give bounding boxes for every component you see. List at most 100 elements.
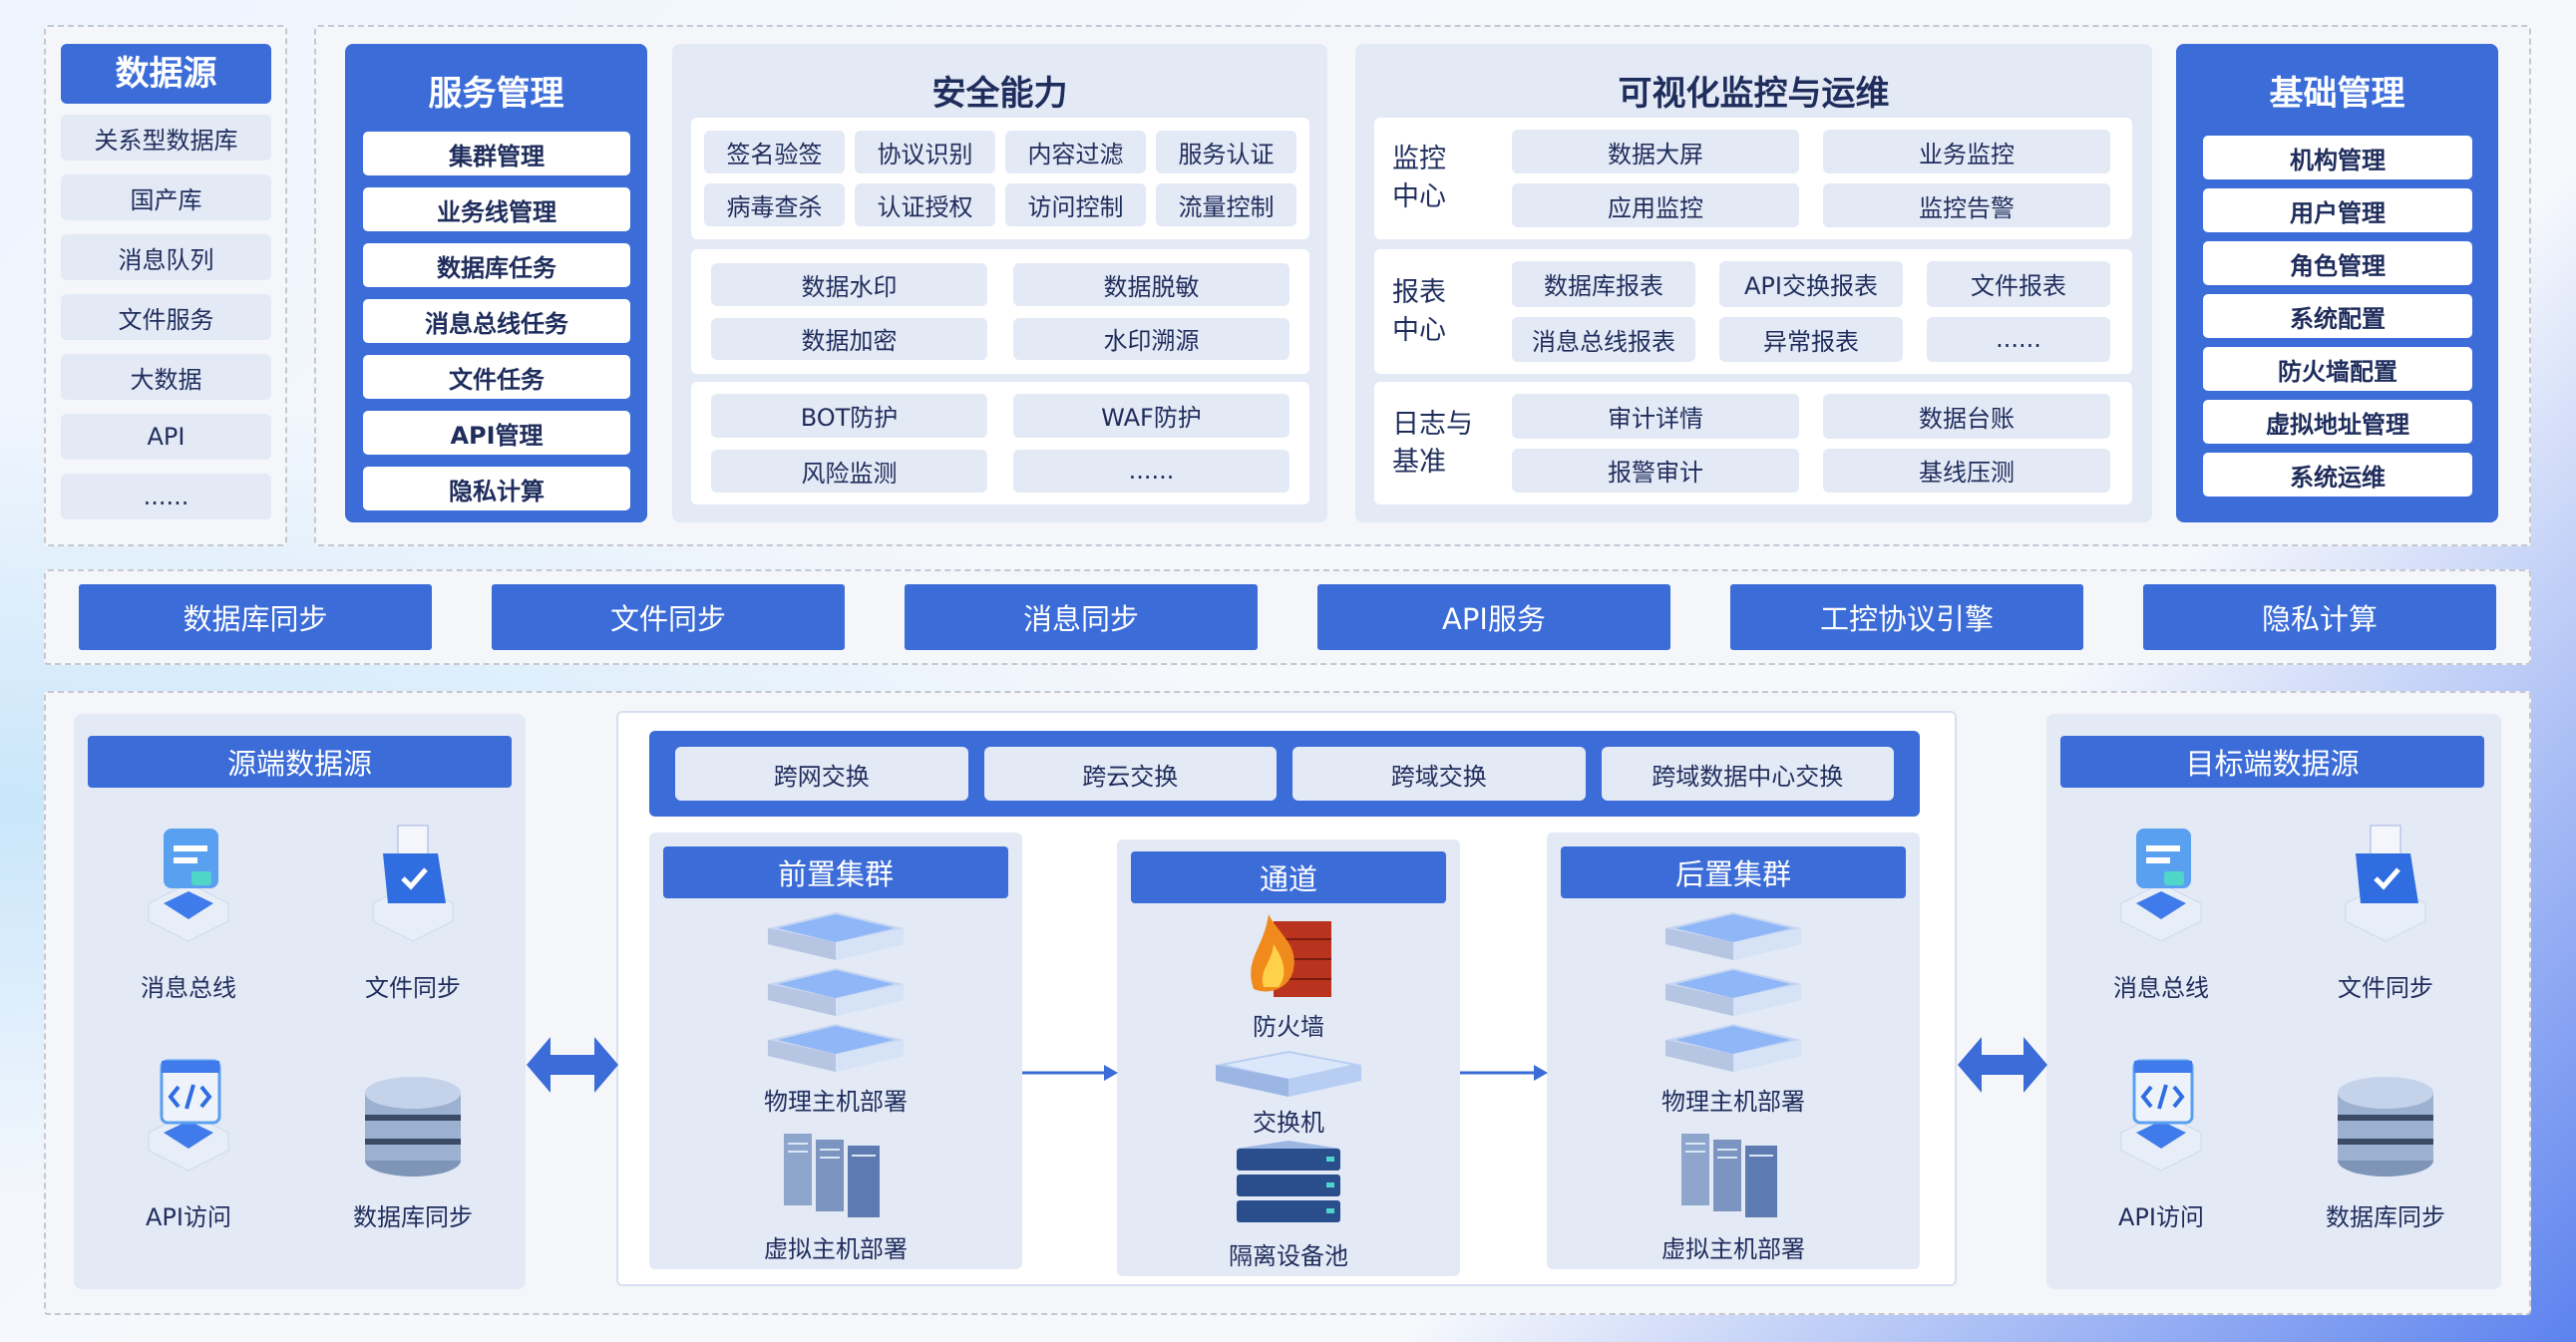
datasource-item[interactable]: 国产库	[61, 174, 271, 220]
service-button[interactable]: 消息同步	[905, 584, 1258, 650]
monitor-item[interactable]: 数据大屏	[1512, 130, 1799, 173]
security-item[interactable]: 数据加密	[711, 317, 987, 360]
datasource-item[interactable]: 大数据	[61, 354, 271, 400]
security-item[interactable]: 数据水印	[711, 263, 987, 306]
monitor-item[interactable]: 异常报表	[1719, 316, 1903, 362]
service-button[interactable]: 隐私计算	[2143, 584, 2496, 650]
monitor-item[interactable]: API交换报表	[1719, 261, 1903, 307]
security-item[interactable]: BOT防护	[711, 394, 987, 438]
basic-panel: 基础管理 机构管理用户管理角色管理系统配置防火墙配置虚拟地址管理系统运维	[2176, 44, 2498, 522]
security-item[interactable]: 认证授权	[855, 183, 995, 226]
basic-item[interactable]: 虚拟地址管理	[2203, 400, 2472, 444]
datasource-item[interactable]: 消息队列	[61, 234, 271, 280]
channel-panel: 通道防火墙交换机隔离设备池	[1117, 839, 1460, 1276]
security-item[interactable]: 访问控制	[1005, 183, 1146, 226]
services-band	[44, 569, 2531, 665]
service-button[interactable]: 数据库同步	[79, 584, 432, 650]
source-item-label: 文件同步	[2338, 974, 2433, 1002]
channel-title: 通道	[1131, 851, 1446, 903]
security-item[interactable]: 内容过滤	[1005, 131, 1146, 173]
datasource-item[interactable]: API	[61, 414, 271, 460]
security-item[interactable]: 水印溯源	[1013, 317, 1289, 360]
basic-item[interactable]: 用户管理	[2203, 188, 2472, 232]
basic-item[interactable]: 机构管理	[2203, 136, 2472, 179]
monitor-item[interactable]: 审计详情	[1512, 394, 1799, 439]
service-item[interactable]: 业务线管理	[363, 187, 630, 231]
monitor-item[interactable]: 数据库报表	[1512, 261, 1695, 307]
monitor-item[interactable]: 应用监控	[1512, 183, 1799, 227]
monitor-item[interactable]: 数据台账	[1823, 394, 2110, 439]
source-item-label: 消息总线	[141, 974, 236, 1002]
exchange-type[interactable]: 跨网交换	[675, 747, 968, 801]
file-sync-icon	[338, 824, 488, 943]
service-item[interactable]: API管理	[363, 411, 630, 455]
security-item[interactable]: 协议识别	[855, 131, 995, 173]
service-item[interactable]: 集群管理	[363, 132, 630, 175]
physical-deploy-label: 物理主机部署	[764, 1088, 908, 1116]
monitor-item[interactable]: ......	[1927, 316, 2110, 362]
virtual-host-icon	[776, 1130, 896, 1223]
monitor-section-label-text: 中心	[1392, 181, 1446, 212]
monitor-item[interactable]: 监控告警	[1823, 183, 2110, 227]
service-item[interactable]: 文件任务	[363, 355, 630, 399]
monitor-title: 可视化监控与运维	[1618, 74, 1890, 114]
monitor-section-label-text: 日志与	[1392, 408, 1473, 440]
basic-item[interactable]: 系统运维	[2203, 453, 2472, 497]
service-button[interactable]: API服务	[1317, 584, 1670, 650]
basic-item[interactable]: 防火墙配置	[2203, 347, 2472, 391]
security-item[interactable]: 流量控制	[1156, 183, 1296, 226]
isolation-pool-icon	[1229, 1141, 1348, 1234]
service-title: 服务管理	[428, 74, 564, 114]
datasource-item[interactable]: 关系型数据库	[61, 115, 271, 161]
basic-item[interactable]: 角色管理	[2203, 241, 2472, 285]
switch-label: 交换机	[1253, 1109, 1324, 1137]
datasource-title: 数据源	[61, 44, 271, 104]
bidirectional-arrow-icon	[527, 1037, 618, 1093]
api-access-icon	[114, 1053, 263, 1173]
cluster-title: 前置集群	[663, 846, 1008, 898]
service-button[interactable]: 工控协议引擎	[1730, 584, 2083, 650]
exchange-type[interactable]: 跨域交换	[1292, 747, 1586, 801]
cluster-title: 后置集群	[1561, 846, 1906, 898]
arrow-right-icon	[1460, 1065, 1548, 1081]
service-item[interactable]: 隐私计算	[363, 467, 630, 510]
exchange-type[interactable]: 跨域数据中心交换	[1601, 747, 1894, 801]
security-item[interactable]: WAF防护	[1013, 394, 1289, 438]
service-button[interactable]: 文件同步	[492, 584, 845, 650]
monitor-item[interactable]: 文件报表	[1927, 261, 2110, 307]
monitor-item[interactable]: 基线压测	[1823, 448, 2110, 493]
monitor-item[interactable]: 报警审计	[1512, 448, 1799, 493]
service-item[interactable]: 消息总线任务	[363, 299, 630, 343]
datasource-item[interactable]: ......	[61, 474, 271, 519]
security-item[interactable]: 服务认证	[1156, 131, 1296, 173]
monitor-item[interactable]: 消息总线报表	[1512, 316, 1695, 362]
server-icon	[766, 966, 906, 1022]
datasource-item[interactable]: 文件服务	[61, 294, 271, 340]
front-cluster: 前置集群物理主机部署虚拟主机部署	[649, 833, 1022, 1269]
monitor-section-label: 监控中心	[1392, 118, 1446, 239]
security-item[interactable]: 签名验签	[704, 131, 845, 173]
source-item-label: 数据库同步	[2326, 1203, 2445, 1231]
monitor-section-label-text: 监控	[1392, 144, 1446, 174]
monitor-item[interactable]: 业务监控	[1823, 130, 2110, 173]
security-item[interactable]: 病毒查杀	[704, 183, 845, 226]
basic-title: 基础管理	[2269, 74, 2405, 114]
security-title: 安全能力	[931, 74, 1068, 114]
basic-item[interactable]: 系统配置	[2203, 294, 2472, 338]
security-item[interactable]: 数据脱敏	[1013, 263, 1289, 306]
isolation-pool-label: 隔离设备池	[1229, 1242, 1348, 1270]
monitor-section: 监控中心 数据大屏业务监控应用监控监控告警	[1374, 118, 2132, 239]
service-panel: 服务管理 集群管理业务线管理数据库任务消息总线任务文件任务 API管理隐私计算	[345, 44, 647, 522]
database-icon	[2311, 1073, 2460, 1182]
source-item-label: API访问	[146, 1203, 231, 1231]
exchange-type[interactable]: 跨云交换	[983, 747, 1277, 801]
security-item[interactable]: ......	[1013, 449, 1289, 493]
panel-title: 目标端数据源	[2060, 736, 2484, 788]
file-sync-icon	[2311, 824, 2460, 943]
service-item[interactable]: 数据库任务	[363, 243, 630, 287]
security-item[interactable]: 风险监测	[711, 449, 987, 493]
api-access-icon	[2086, 1053, 2236, 1173]
